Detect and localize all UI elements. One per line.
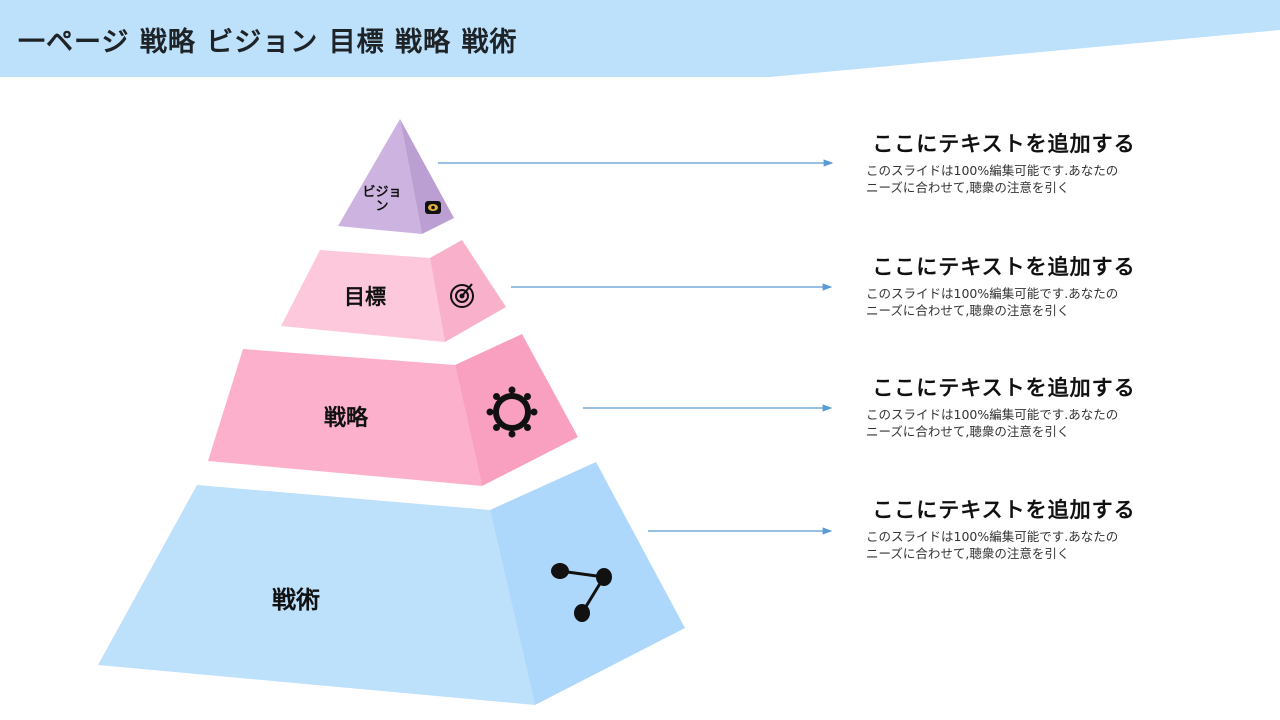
text-block-body: このスライドは100%編集可能です.あなたのニーズに合わせて,聴衆の注意を引く <box>866 406 1166 440</box>
body-line: このスライドは100%編集可能です.あなたの <box>866 163 1119 178</box>
body-line: このスライドは100%編集可能です.あなたの <box>866 286 1119 301</box>
text-block: ここにテキストを追加する このスライドは100%編集可能です.あなたのニーズに合… <box>866 251 1166 319</box>
pyramid-level-strategy <box>208 334 578 486</box>
page-title: 一ページ 戦略 ビジョン 目標 戦略 戦術 <box>18 27 518 58</box>
share-network-icon <box>551 563 612 622</box>
text-block: ここにテキストを追加する このスライドは100%編集可能です.あなたのニーズに合… <box>866 128 1166 196</box>
text-block-title: ここにテキストを追加する <box>872 255 1136 279</box>
body-line: このスライドは100%編集可能です.あなたの <box>866 407 1119 422</box>
body-line: ニーズに合わせて,聴衆の注意を引く <box>866 180 1070 195</box>
text-block-body: このスライドは100%編集可能です.あなたのニーズに合わせて,聴衆の注意を引く <box>866 162 1166 196</box>
header-band <box>0 0 1280 77</box>
pyramid-level-vision <box>338 119 454 234</box>
text-block-title: ここにテキストを追加する <box>872 132 1136 156</box>
pyramid-label-tactics: 戦術 <box>272 586 320 614</box>
text-block-title: ここにテキストを追加する <box>872 376 1136 400</box>
pyramid-label-goal: 目標 <box>344 285 386 309</box>
text-block-body: このスライドは100%編集可能です.あなたのニーズに合わせて,聴衆の注意を引く <box>866 528 1166 562</box>
body-line: このスライドは100%編集可能です.あなたの <box>866 529 1119 544</box>
text-block-title: ここにテキストを追加する <box>872 498 1136 522</box>
text-block: ここにテキストを追加する このスライドは100%編集可能です.あなたのニーズに合… <box>866 494 1166 562</box>
text-block: ここにテキストを追加する このスライドは100%編集可能です.あなたのニーズに合… <box>866 372 1166 440</box>
body-line: ニーズに合わせて,聴衆の注意を引く <box>866 303 1070 318</box>
text-block-body: このスライドは100%編集可能です.あなたのニーズに合わせて,聴衆の注意を引く <box>866 285 1166 319</box>
target-icon <box>450 283 474 308</box>
body-line: ニーズに合わせて,聴衆の注意を引く <box>866 424 1070 439</box>
eye-icon <box>425 201 441 214</box>
pyramid-label-strategy: 戦略 <box>323 406 368 431</box>
pyramid-level-tactics <box>98 462 685 705</box>
gear-icon <box>486 386 538 438</box>
pyramid-level-goal <box>281 240 506 342</box>
body-line: ニーズに合わせて,聴衆の注意を引く <box>866 546 1070 561</box>
pyramid-label-vision: ビジョン <box>362 185 402 214</box>
